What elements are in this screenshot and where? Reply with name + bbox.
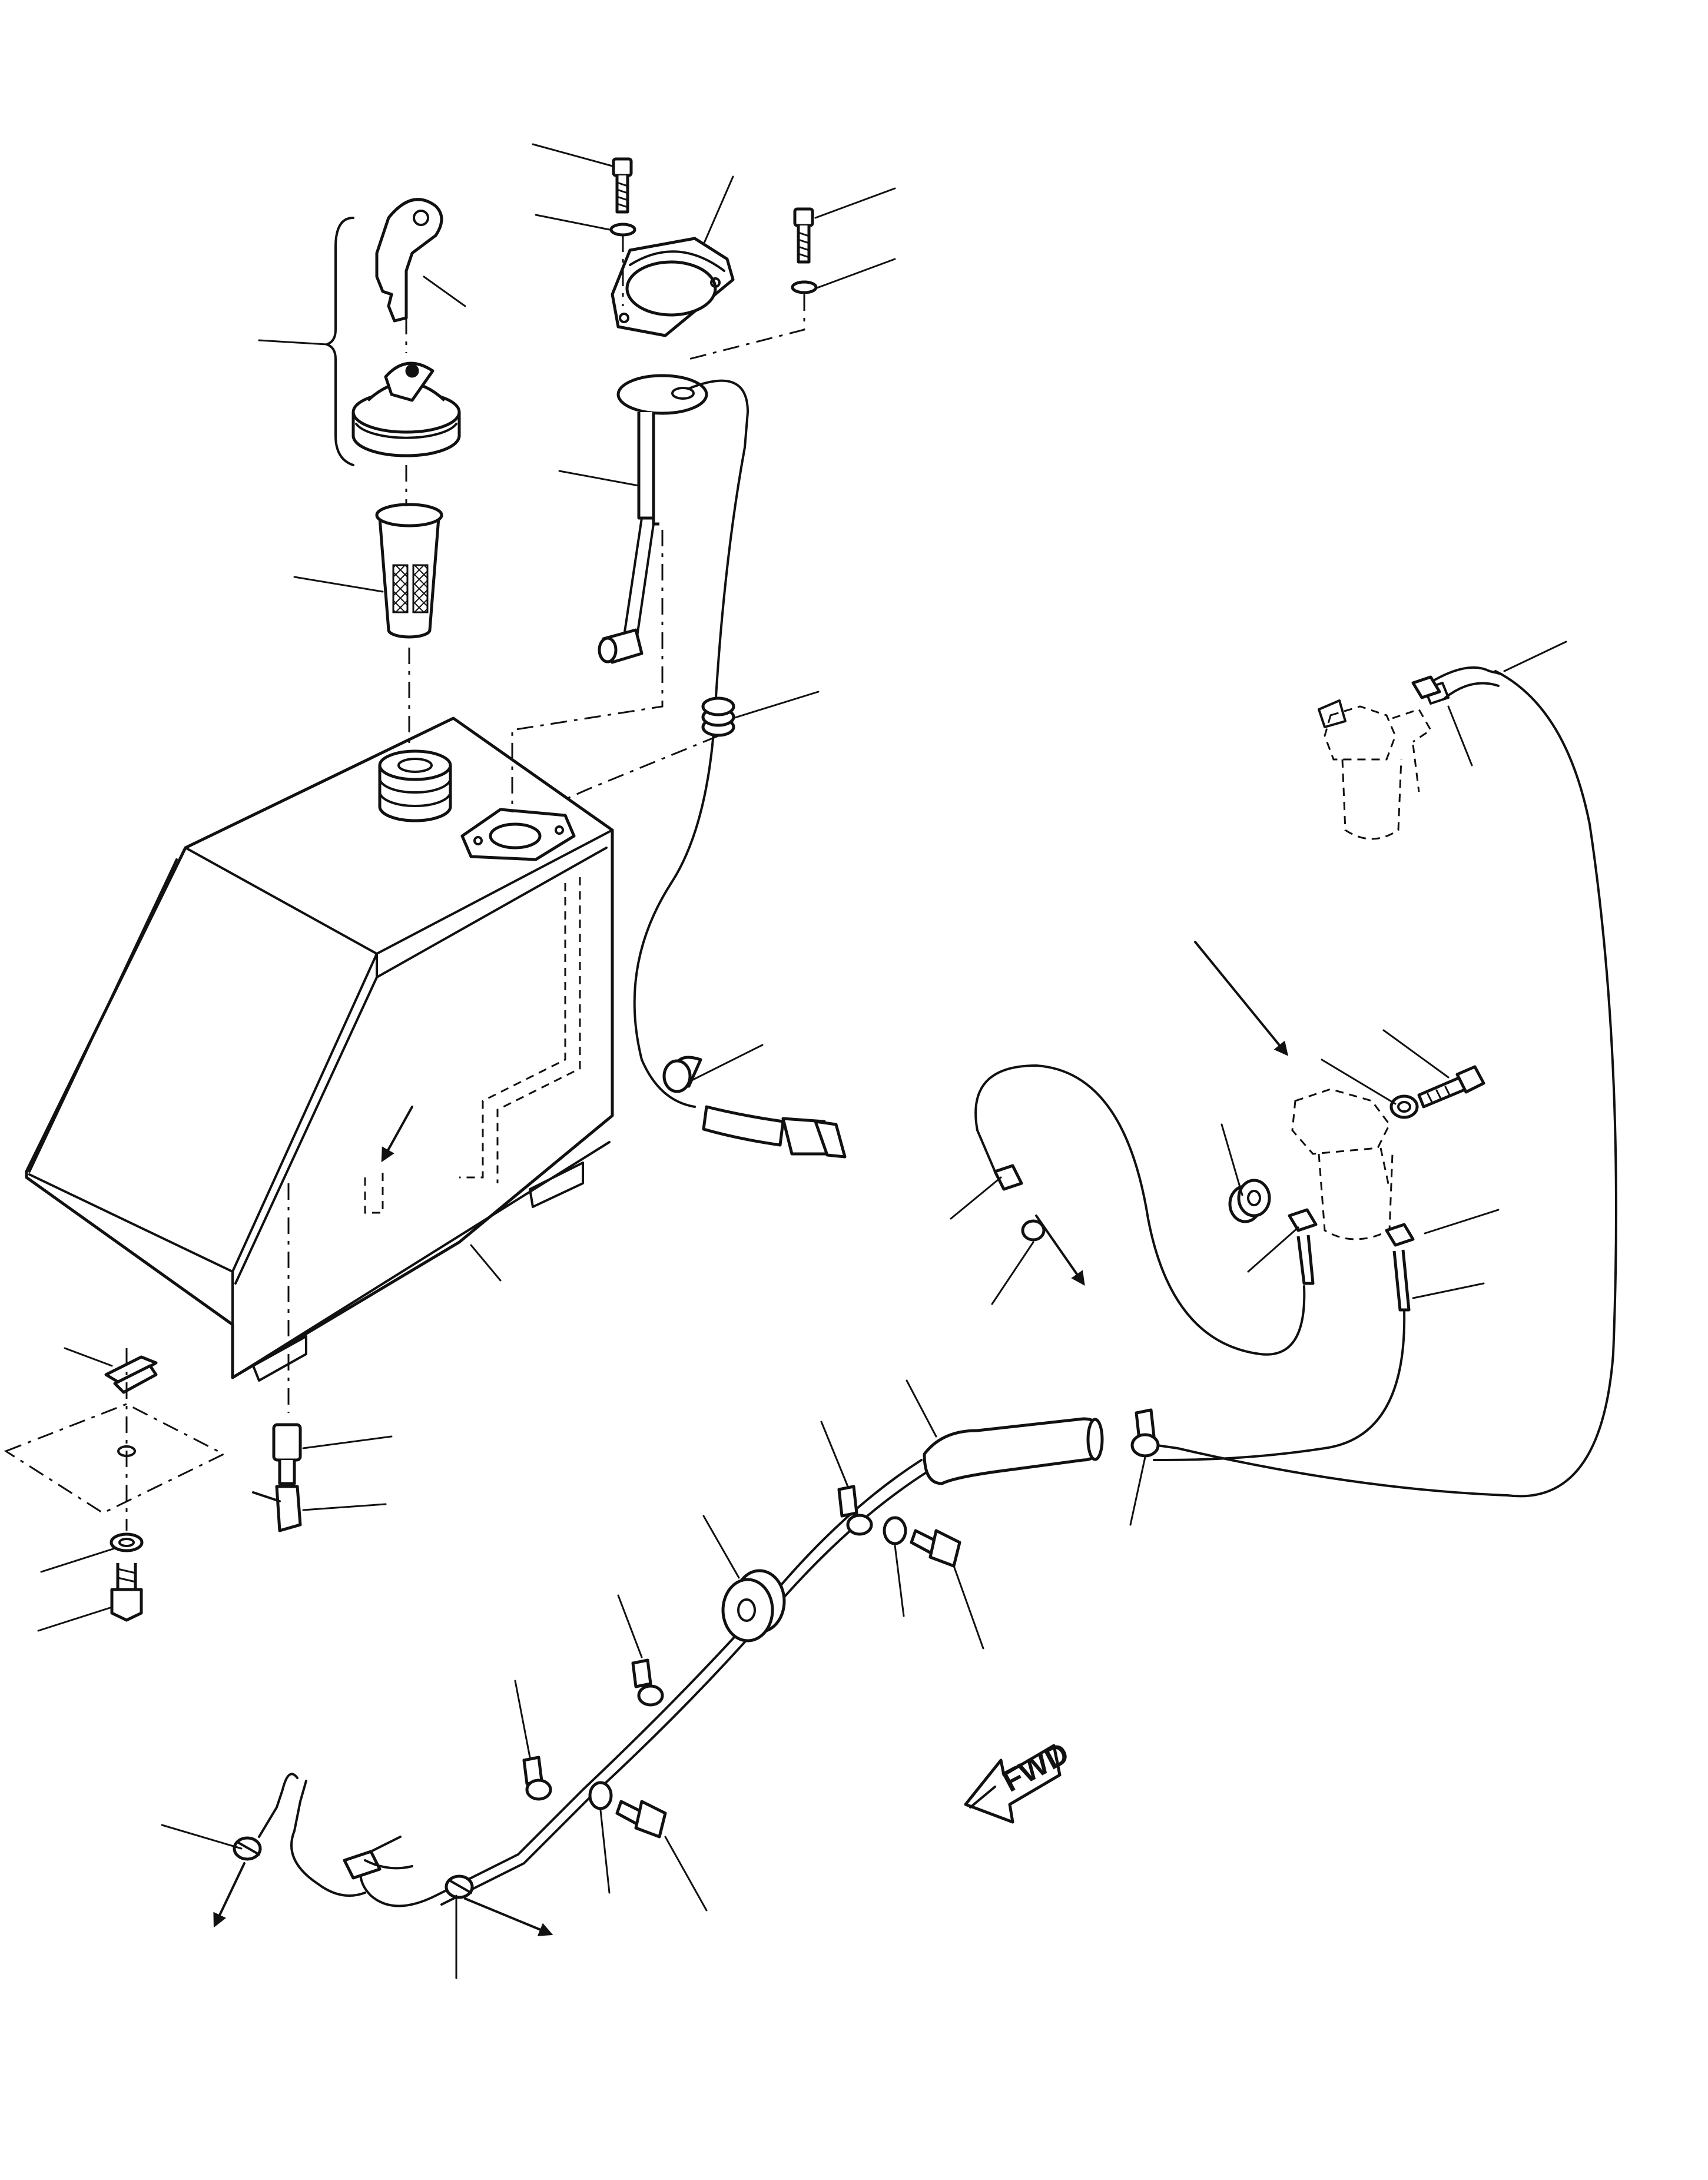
- filter-washer: [1389, 1094, 1419, 1119]
- filler-strainer: [375, 503, 443, 639]
- fuel-tank: [25, 716, 614, 1382]
- mount-bolt: [110, 1563, 143, 1622]
- drain-fitting: [252, 1423, 302, 1532]
- fuel-filter: [1228, 1065, 1485, 1312]
- connector-plug: [781, 1117, 847, 1159]
- tank-mount-hardware: [4, 1183, 302, 1622]
- filter-bushing: [1228, 1179, 1271, 1223]
- flow-arrows: [213, 941, 1289, 1936]
- line-clamp-3: [522, 1756, 552, 1801]
- fuel-level-sender: [511, 157, 818, 812]
- filter-bolt: [1417, 1065, 1485, 1109]
- leader-lines: [37, 143, 1567, 1979]
- clamp-washer-1: [883, 1516, 907, 1545]
- line-grommet: [721, 1569, 786, 1643]
- forward-direction-indicator: FWD: [964, 1736, 1074, 1824]
- line-hardware: [233, 1485, 961, 1907]
- clamp-bolt-1: [910, 1529, 961, 1568]
- sender-screw-left: [609, 157, 636, 237]
- sender-screw-right: [791, 207, 818, 294]
- clamp-bolt-2: [615, 1800, 667, 1839]
- hose-clamp-left: [233, 1836, 262, 1861]
- filler-cap-assembly: [326, 198, 461, 748]
- clamp-washer-2: [588, 1781, 613, 1810]
- mount-clip: [104, 1355, 158, 1394]
- mount-washer: [110, 1532, 144, 1552]
- filler-neck: [378, 749, 452, 822]
- key: [375, 198, 443, 323]
- line-clamp-right: [1130, 1408, 1160, 1458]
- grommet-upper: [701, 696, 735, 737]
- sender-mount-pad: [460, 808, 576, 861]
- hose-clamp-center: [445, 1874, 474, 1899]
- line-clamp-1: [837, 1485, 873, 1536]
- grommet-lower: [662, 1056, 702, 1093]
- sender-wire-harness: [562, 446, 847, 1159]
- fuel-filter-phantom: [1318, 682, 1450, 840]
- filler-cap: [351, 361, 461, 457]
- line-clamp-2: [631, 1658, 664, 1707]
